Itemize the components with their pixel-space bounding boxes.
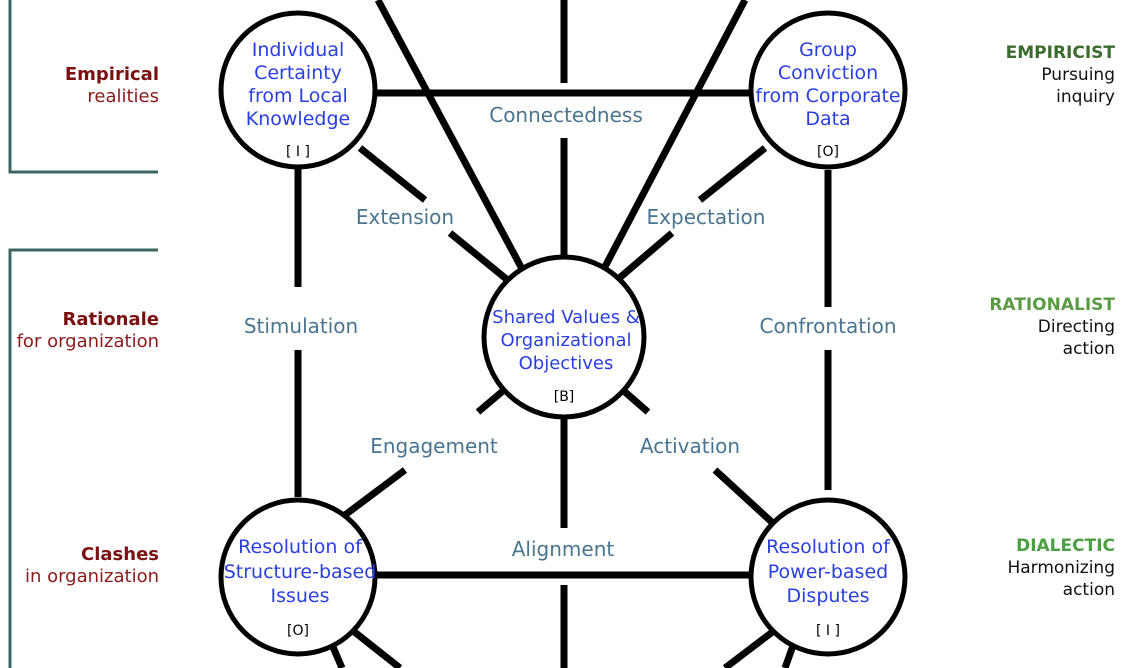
edge-label-connectedness: Connectedness — [489, 103, 643, 127]
node-circle-center — [481, 254, 647, 420]
left-brackets — [8, 0, 158, 668]
right-label-rationalist: RATIONALIST Directing action — [989, 294, 1115, 360]
line-engagement-b — [342, 467, 408, 518]
node-circle-bottom-right — [748, 497, 908, 657]
node-bottom-left-line-1: Resolution of — [238, 536, 363, 558]
node-top-left-tag: [ I ] — [286, 144, 310, 160]
node-center-line-3: Objectives — [519, 353, 614, 374]
edge-label-engagement: Engagement — [370, 434, 498, 458]
right-label-empiricist: EMPIRICIST Pursuing inquiry — [1006, 42, 1115, 108]
left-label-clashes-title: Clashes — [81, 544, 159, 565]
edge-label-activation: Activation — [640, 434, 740, 458]
line-extension-a — [357, 145, 428, 203]
right-label-rationalist-line2: action — [1062, 339, 1115, 359]
edge-label-alignment: Alignment — [512, 537, 615, 561]
node-top-right: Group Conviction from Corporate Data [O] — [755, 39, 900, 160]
node-circles — [218, 10, 908, 657]
node-texts: Individual Certainty from Local Knowledg… — [224, 39, 901, 639]
right-label-empiricist-line2: inquiry — [1056, 87, 1115, 107]
node-bottom-left-line-3: Issues — [270, 585, 329, 607]
node-bottom-left: Resolution of Structure-based Issues [O] — [224, 536, 377, 639]
left-label-rationale-subtitle: for organization — [16, 331, 159, 352]
node-bottom-left-line-2: Structure-based — [224, 561, 377, 583]
left-label-rationale: Rationale for organization — [17, 309, 159, 353]
left-label-empirical-title: Empirical — [64, 64, 159, 85]
left-label-clashes-subtitle: in organization — [24, 566, 159, 587]
right-label-empiricist-title: EMPIRICIST — [1005, 43, 1115, 63]
node-top-left-line-1: Individual — [252, 39, 345, 61]
node-circle-bottom-left — [218, 497, 378, 657]
node-bottom-right-line-2: Power-based — [768, 561, 888, 583]
node-circle-top-right — [748, 10, 908, 170]
line-expectation-b — [614, 230, 675, 283]
line-bottom-right-2 — [722, 627, 778, 668]
line-extension-b — [447, 230, 513, 285]
edge-label-stimulation: Stimulation — [244, 314, 358, 338]
node-top-right-line-4: Data — [805, 108, 850, 130]
node-top-right-line-2: Conviction — [778, 62, 878, 84]
right-label-dialectic-line1: Harmonizing — [1007, 558, 1115, 578]
connectors — [294, 0, 832, 668]
edge-labels: Connectedness Extension Expectation Stim… — [244, 103, 897, 561]
right-label-rationalist-title: RATIONALIST — [989, 295, 1115, 315]
right-label-empiricist-line1: Pursuing — [1041, 65, 1115, 85]
left-label-empirical-subtitle: realities — [87, 86, 159, 107]
right-label-rationalist-line1: Directing — [1037, 317, 1115, 337]
node-bottom-right-line-3: Disputes — [787, 585, 870, 607]
left-label-empirical: Empirical realities — [65, 64, 159, 108]
line-top-right-diag — [594, 0, 749, 282]
right-label-dialectic-title: DIALECTIC — [1016, 536, 1115, 556]
line-bottom-left-2 — [349, 627, 403, 668]
line-top-left-diag — [374, 0, 532, 282]
node-center-line-1: Shared Values & — [492, 307, 640, 328]
right-label-dialectic: DIALECTIC Harmonizing action — [1007, 535, 1115, 601]
node-top-right-line-3: from Corporate — [755, 85, 900, 107]
node-circle-top-left — [218, 10, 378, 170]
bracket-bottom — [8, 248, 158, 668]
edge-label-extension: Extension — [356, 205, 454, 229]
left-label-clashes: Clashes in organization — [25, 544, 159, 588]
node-top-right-line-1: Group — [799, 39, 857, 61]
node-top-left-line-4: Knowledge — [246, 108, 350, 130]
node-top-left: Individual Certainty from Local Knowledg… — [246, 39, 350, 160]
node-center: Shared Values & Organizational Objective… — [492, 307, 640, 405]
line-expectation-a — [697, 145, 768, 203]
node-top-left-line-3: from Local — [248, 85, 348, 107]
node-bottom-left-tag: [O] — [287, 623, 309, 639]
node-top-right-tag: [O] — [817, 144, 839, 160]
node-bottom-right: Resolution of Power-based Disputes [ I ] — [766, 536, 891, 639]
left-label-rationale-title: Rationale — [62, 309, 160, 330]
edge-label-confrontation: Confrontation — [759, 314, 896, 338]
edge-label-expectation: Expectation — [647, 205, 766, 229]
line-activation-b — [712, 467, 778, 528]
bracket-top — [8, 0, 158, 174]
node-bottom-right-line-1: Resolution of — [766, 536, 891, 558]
node-top-left-line-2: Certainty — [254, 62, 342, 84]
node-center-line-2: Organizational — [500, 330, 631, 351]
node-bottom-right-tag: [ I ] — [816, 623, 840, 639]
right-label-dialectic-line2: action — [1062, 580, 1115, 600]
node-center-tag: [B] — [554, 389, 575, 405]
